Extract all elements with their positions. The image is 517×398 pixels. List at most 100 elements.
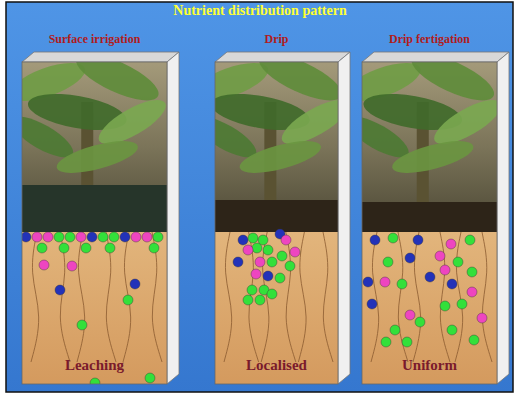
nutrient-dot (87, 232, 97, 242)
nutrient-dot (123, 295, 133, 305)
nutrient-dot (469, 335, 479, 345)
nutrient-dot (402, 337, 412, 347)
box-front-outline (362, 62, 497, 384)
method-heading: Drip (265, 31, 289, 47)
nutrient-dot (263, 271, 273, 281)
nutrient-dot (281, 235, 291, 245)
nutrient-dot (77, 320, 87, 330)
nutrient-dot (59, 243, 69, 253)
nutrient-dot (54, 232, 64, 242)
soil-column (188, 44, 355, 384)
nutrient-dot (477, 313, 487, 323)
pattern-label: Localised (246, 356, 307, 374)
nutrient-dot (467, 267, 477, 277)
nutrient-dot (285, 261, 295, 271)
banana-leaf (237, 135, 324, 180)
soil (362, 232, 497, 384)
box-front-outline (22, 62, 167, 384)
pattern-label: Uniform (402, 356, 457, 374)
method-heading: Surface irrigation (49, 31, 141, 47)
nutrient-dot (390, 325, 400, 335)
root-line (60, 232, 70, 362)
nutrient-dot (453, 257, 463, 267)
diagram-title: Nutrient distribution pattern (6, 3, 514, 19)
nutrient-dot (252, 243, 262, 253)
nutrient-dot (65, 232, 75, 242)
ground-band (362, 202, 497, 232)
nutrient-dot (363, 277, 373, 287)
nutrient-dot (37, 243, 47, 253)
nutrient-dot (105, 243, 115, 253)
nutrient-dot (465, 235, 475, 245)
nutrient-dot (457, 299, 467, 309)
nutrient-dot (153, 232, 163, 242)
ground-band (215, 200, 338, 232)
nutrient-dot (67, 261, 77, 271)
nutrient-dot (381, 337, 391, 347)
root-line (413, 232, 421, 362)
nutrient-dot (22, 232, 31, 242)
nutrient-dot (447, 279, 457, 289)
box-top-face (362, 52, 509, 62)
nutrient-dot (367, 299, 377, 309)
box-front-outline (215, 62, 338, 384)
nutrient-dot (109, 232, 119, 242)
nutrient-dot (233, 257, 243, 267)
box-top-face (215, 52, 350, 62)
nutrient-dot (447, 325, 457, 335)
box-top-face (22, 52, 179, 62)
soil-column (340, 44, 509, 384)
box-side-face (338, 52, 350, 384)
root-line (224, 232, 232, 362)
nutrient-dot (383, 257, 393, 267)
banana-leaf (389, 135, 476, 180)
background-panel (6, 2, 513, 392)
irrigation-panel: Surface irrigationLeaching (2, 31, 187, 384)
nutrient-dot (467, 287, 477, 297)
irrigation-panel: DripLocalised (195, 31, 358, 384)
root-line (482, 232, 492, 362)
nutrient-dot (247, 285, 257, 295)
soil (22, 232, 167, 384)
nutrient-dot (55, 285, 65, 295)
method-heading: Drip fertigation (389, 31, 470, 47)
nutrient-dot (243, 295, 253, 305)
root-line (323, 232, 333, 362)
nutrient-dot (39, 260, 49, 270)
root-line (31, 232, 39, 362)
nutrient-dot (277, 251, 287, 261)
nutrient-dot (149, 243, 159, 253)
root-line (455, 232, 463, 362)
pattern-label: Leaching (65, 356, 124, 374)
nutrient-dot (290, 247, 300, 257)
nutrient-dot (415, 317, 425, 327)
nutrient-dot (130, 279, 140, 289)
nutrient-dot (275, 273, 285, 283)
nutrient-dot (267, 257, 277, 267)
nutrient-dot (405, 253, 415, 263)
nutrient-dot (145, 373, 155, 383)
root-line (371, 232, 379, 362)
nutrient-dot (76, 232, 86, 242)
soil (215, 232, 338, 384)
nutrient-dot (267, 289, 277, 299)
box-side-face (497, 52, 509, 384)
nutrient-dot (405, 310, 415, 320)
nutrient-dot (32, 232, 42, 242)
nutrient-dot (388, 233, 398, 243)
nutrient-dot (425, 272, 435, 282)
nutrient-dot (243, 245, 253, 255)
nutrient-dot (413, 235, 423, 245)
nutrient-dot (435, 251, 445, 261)
nutrient-dot (142, 232, 152, 242)
nutrient-dot (380, 277, 390, 287)
nutrient-dot (238, 235, 248, 245)
nutrient-dot (98, 232, 108, 242)
nutrient-dot (255, 257, 265, 267)
nutrient-dot (43, 232, 53, 242)
nutrient-dot (81, 243, 91, 253)
nutrient-dot (90, 378, 100, 384)
irrigation-panel: Drip fertigationUniform (342, 31, 517, 384)
